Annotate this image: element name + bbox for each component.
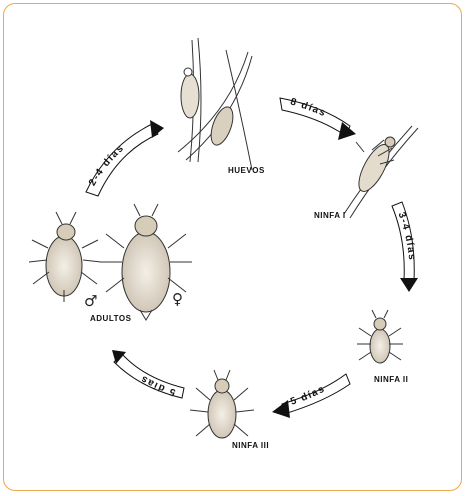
arrow-ninfa1-ninfa2 — [391, 201, 418, 292]
label-ninfa-1: NINFA I — [314, 211, 346, 220]
svg-text:3-4 días: 3-4 días — [396, 211, 418, 262]
label-adultos: ADULTOS — [90, 314, 132, 323]
arrow-huevos-ninfa1 — [279, 97, 356, 140]
adult-male-illustration — [28, 211, 102, 302]
arrow-label-2-4-dias: 2-4 días — [87, 142, 125, 188]
label-ninfa-2: NINFA II — [374, 375, 409, 384]
male-symbol: ♂ — [84, 292, 98, 310]
adult-female-illustration — [100, 203, 192, 321]
nymph-1-illustration — [343, 125, 419, 219]
female-symbol: ♀ — [172, 290, 183, 308]
svg-text:2-4 días: 2-4 días — [87, 142, 127, 188]
label-ninfa-3: NINFA III — [232, 441, 270, 450]
eggs-illustration — [177, 37, 253, 171]
arrow-ninfa3-adultos — [112, 350, 185, 399]
label-huevos: HUEVOS — [228, 166, 265, 175]
nymph-3-illustration — [189, 369, 255, 439]
arrow-adultos-huevos — [85, 120, 164, 197]
arrow-label-3-4-dias: 3-4 días — [396, 211, 416, 262]
arrow-ninfa2-ninfa3 — [272, 373, 351, 418]
nymph-2-illustration — [357, 309, 403, 364]
